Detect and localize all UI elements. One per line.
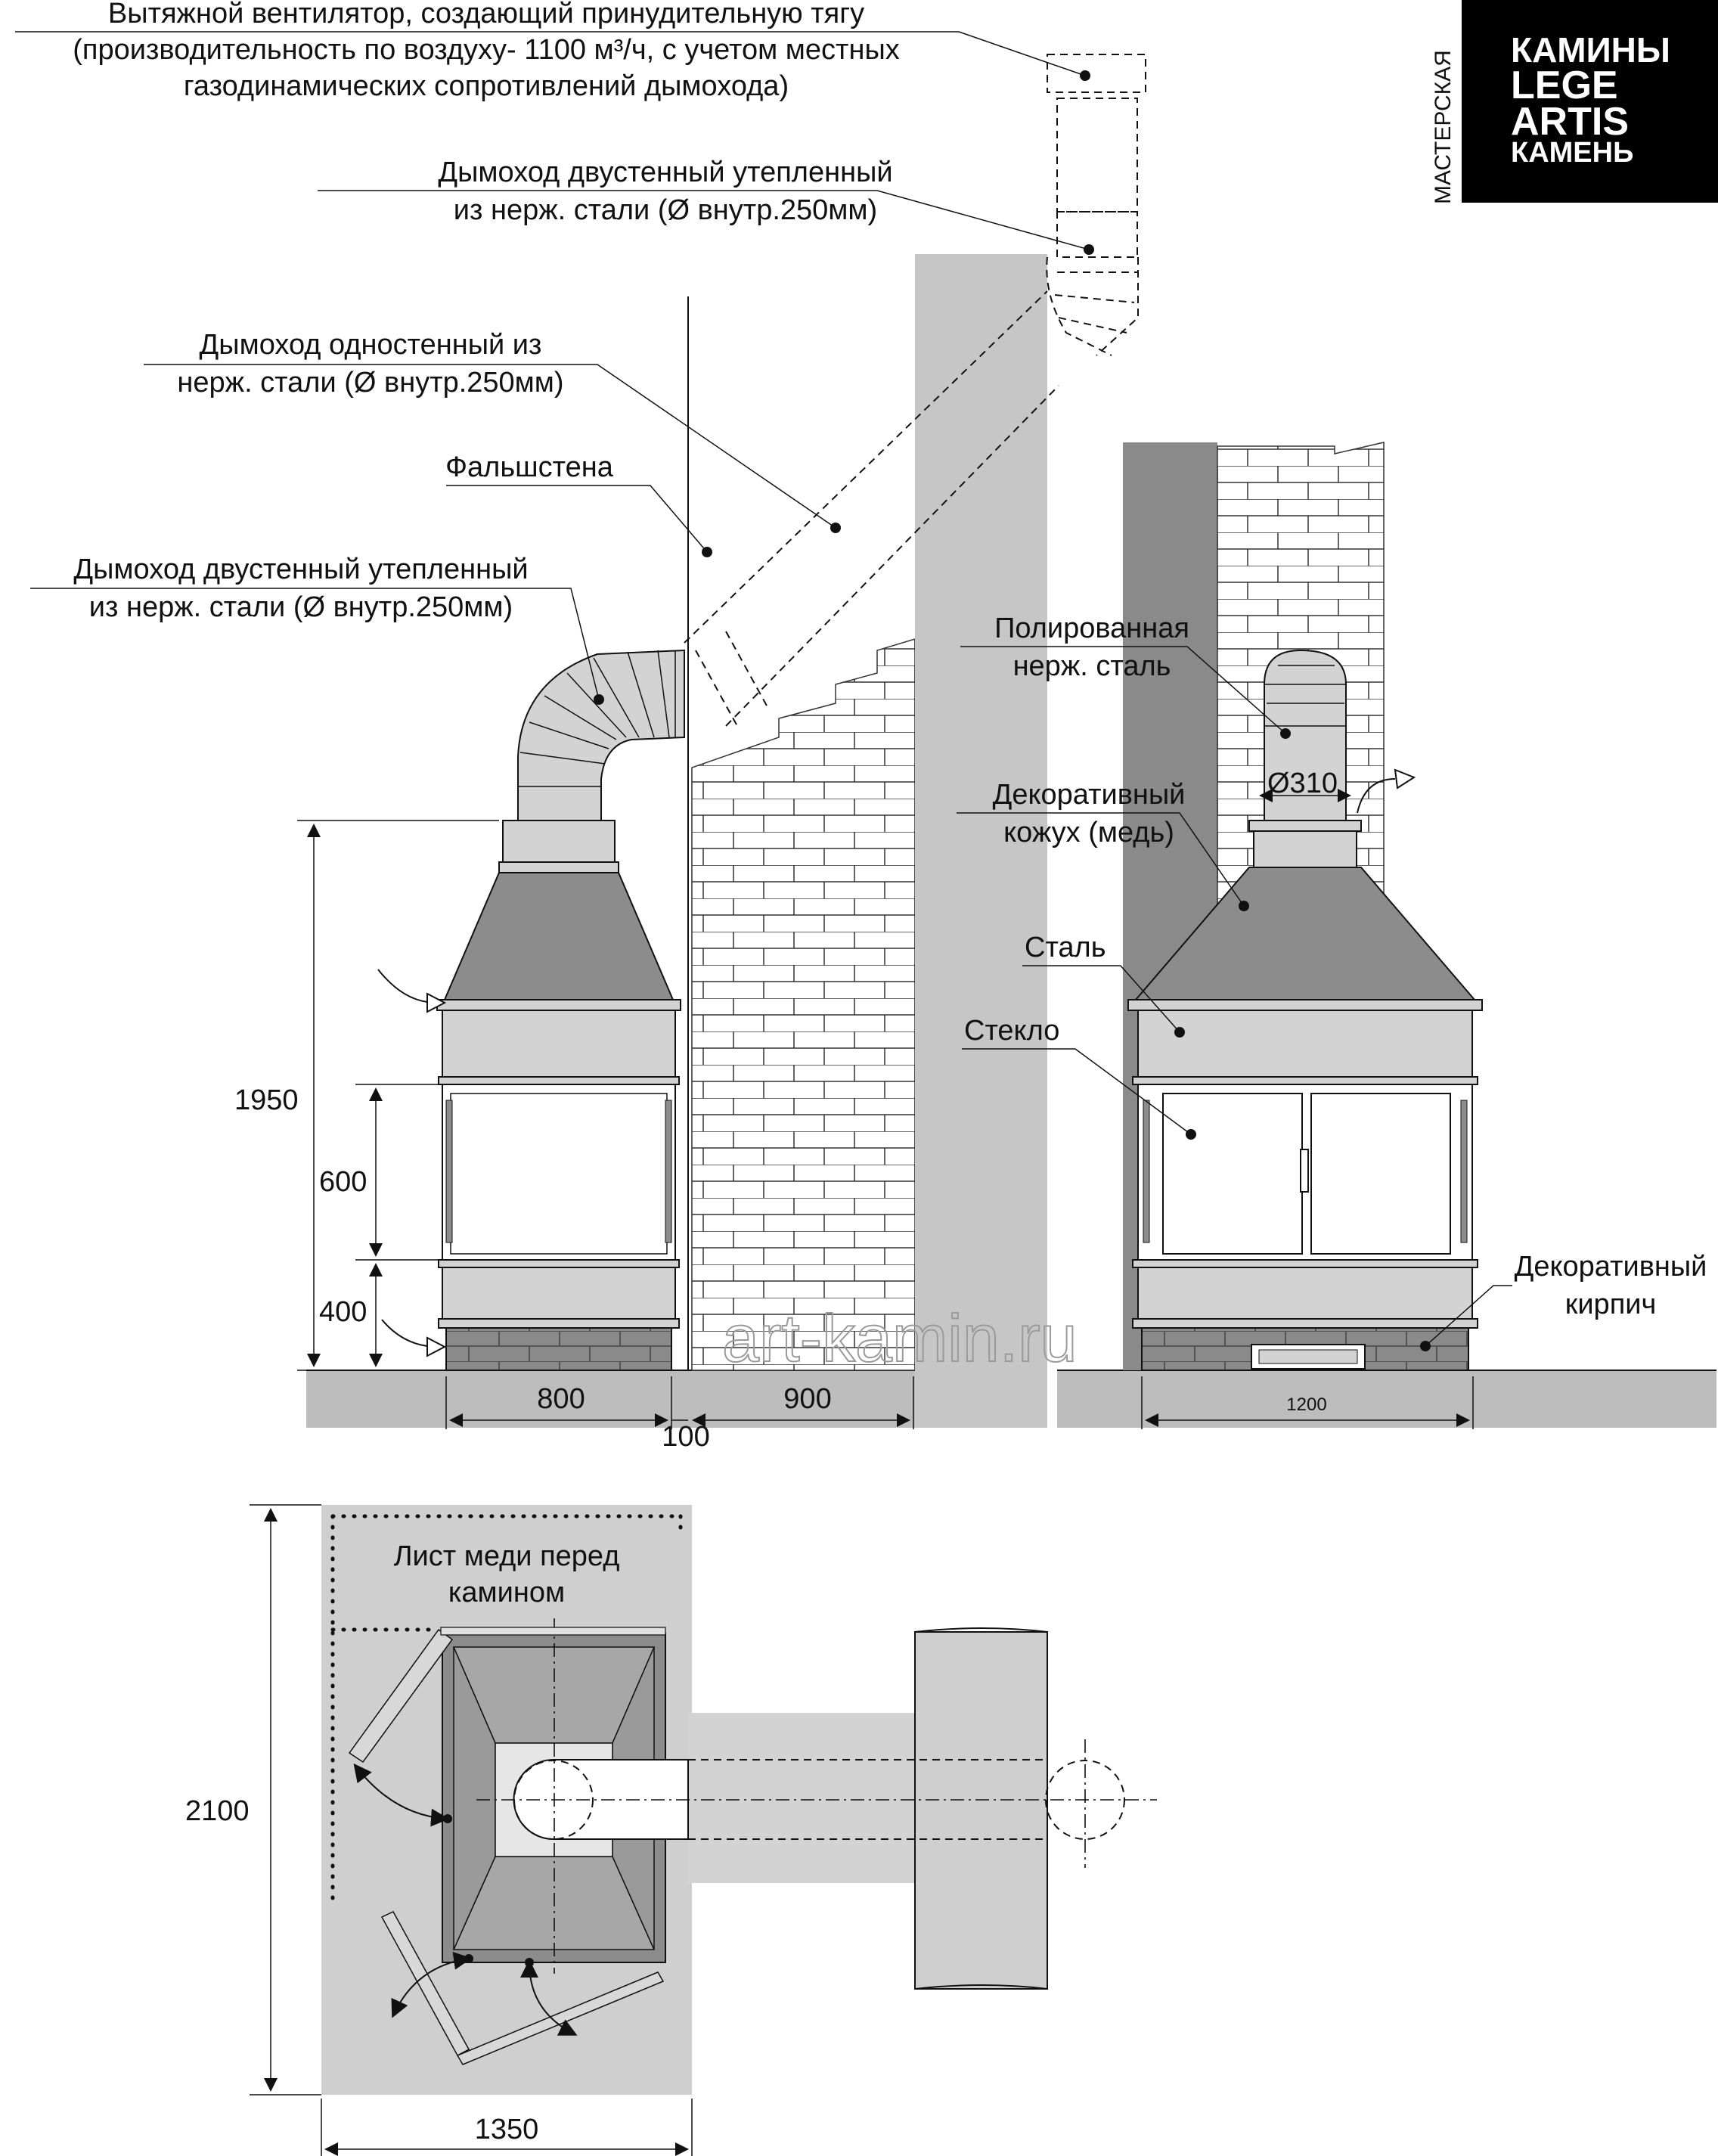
dim-gap: 100 xyxy=(662,1421,709,1453)
hood-side xyxy=(443,872,674,1000)
label-polished-steel-2: нерж. сталь xyxy=(1013,650,1171,682)
label-chimney-single-2: нерж. стали (Ø внутр.250мм) xyxy=(177,367,563,399)
dim-plan-depth: 2100 xyxy=(185,1795,250,1827)
label-decor-casing-2: кожух (медь) xyxy=(1003,817,1174,848)
plan-view: Лист меди перед камином xyxy=(185,1504,1157,2156)
label-copper-sheet-2: камином xyxy=(448,1577,565,1608)
dimensions-elevation: 1950 600 400 800 900 100 1200 Ø310 xyxy=(234,768,1474,1453)
glass-door-right xyxy=(1310,1093,1451,1255)
main-wall-side xyxy=(915,254,1047,1428)
logo: КАМИНЫ LEGE ARTIS КАМЕНЬ МАСТЕРСКАЯ xyxy=(1431,0,1718,204)
main-wall-plan xyxy=(914,1631,1048,1990)
chimney-double-top-dashed xyxy=(1046,54,1146,356)
label-glass: Стекло xyxy=(964,1015,1059,1047)
logo-line-1: КАМИНЫ xyxy=(1511,30,1670,70)
fireplace-front xyxy=(1123,442,1483,1371)
polished-pipe xyxy=(1264,649,1347,825)
logo-line-4: КАМЕНЬ xyxy=(1511,137,1633,169)
label-chimney-double-bottom-2: из нерж. стали (Ø внутр.250мм) xyxy=(89,591,513,623)
chimney-single-dashed xyxy=(684,290,1059,727)
dim-height-total: 1950 xyxy=(234,1084,299,1116)
flue-circle-plan xyxy=(513,1760,594,1840)
label-chimney-double-bottom-1: Дымоход двустенный утепленный xyxy=(73,554,528,585)
dim-plan-width: 1350 xyxy=(475,2114,539,2145)
air-flow-arrows xyxy=(377,768,1416,1357)
wall-penetration xyxy=(688,1713,915,1883)
logo-background xyxy=(1462,0,1718,203)
chimney-elbow xyxy=(517,649,685,825)
chimney-circle-plan xyxy=(1045,1760,1125,1840)
label-copper-sheet-1: Лист меди перед xyxy=(394,1540,620,1572)
dim-pipe-diameter: Ø310 xyxy=(1267,768,1338,799)
label-chimney-double-top-1: Дымоход двустенный утепленный xyxy=(438,157,892,188)
decor-brick-side xyxy=(445,1327,672,1371)
glass-door-left xyxy=(1162,1093,1303,1255)
floor-right xyxy=(1057,1370,1716,1428)
label-polished-steel-1: Полированная xyxy=(994,613,1189,644)
logo-line-2: LEGE xyxy=(1511,64,1618,107)
dim-height-glass: 600 xyxy=(319,1166,367,1198)
label-false-wall: Фальшстена xyxy=(445,451,614,483)
callouts: Вытяжной вентилятор, создающий принудите… xyxy=(15,0,1707,1351)
label-decor-brick-2: кирпич xyxy=(1565,1289,1657,1320)
watermark: art-kamin.ru xyxy=(722,1301,1077,1376)
dim-height-base: 400 xyxy=(319,1296,367,1328)
logo-side-text: МАСТЕРСКАЯ xyxy=(1431,50,1456,204)
dotted-border xyxy=(330,1514,683,1900)
brick-wall-side xyxy=(691,637,916,1371)
fireplace-side xyxy=(436,820,681,1371)
label-fan-2: (производительность по воздуху- 1100 м³/… xyxy=(73,34,900,66)
label-fan-1: Вытяжной вентилятор, создающий принудите… xyxy=(108,0,864,29)
logo-line-3: ARTIS xyxy=(1511,100,1629,144)
label-fan-3: газодинамических сопротивлений дымохода) xyxy=(184,70,789,102)
label-decor-casing-1: Декоративный xyxy=(993,779,1186,811)
dim-width-wall: 900 xyxy=(783,1383,831,1415)
label-chimney-single-1: Дымоход одностенный из xyxy=(200,329,542,361)
dim-width-front: 1200 xyxy=(1286,1394,1326,1415)
open-doors xyxy=(348,1627,666,2065)
label-steel: Сталь xyxy=(1025,932,1106,963)
dim-width-side: 800 xyxy=(537,1383,585,1415)
label-chimney-double-top-2: из нерж. стали (Ø внутр.250мм) xyxy=(454,194,877,226)
label-decor-brick-1: Декоративный xyxy=(1515,1251,1707,1283)
